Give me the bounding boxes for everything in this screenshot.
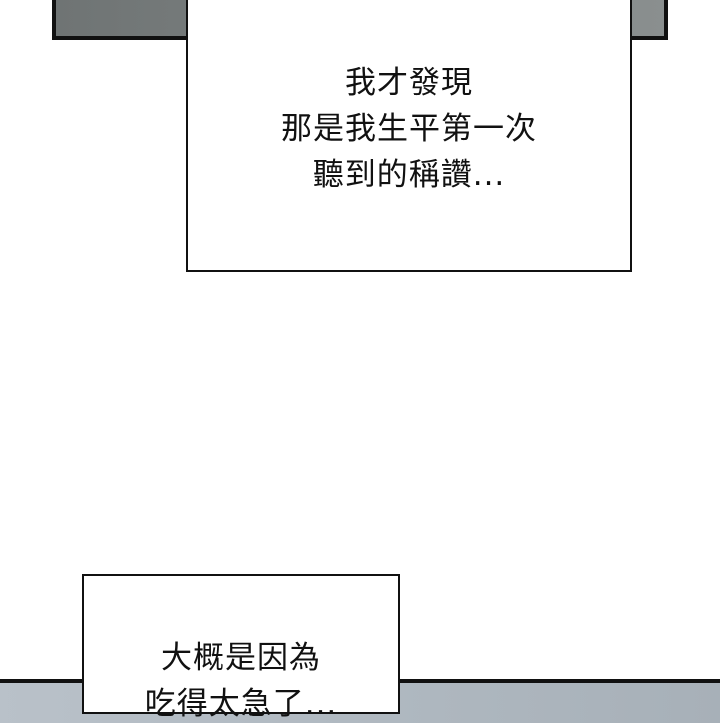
caption-1-line-2: 那是我生平第一次 [281,111,537,147]
caption-2-line-2: 吃得太急了... [144,686,338,722]
caption-1-line-3: 聽到的稱讚... [312,157,506,193]
caption-text-1: 我才發現 那是我生平第一次 聽到的稱讚... [188,60,630,198]
caption-box-2: 大概是因為 吃得太急了... [82,574,400,722]
caption-text-2: 大概是因為 吃得太急了... [84,635,398,727]
caption-2-line-1: 大概是因為 [161,640,321,676]
caption-1-line-1: 我才發現 [345,65,473,101]
caption-box-1: 我才發現 那是我生平第一次 聽到的稱讚... [186,0,632,272]
